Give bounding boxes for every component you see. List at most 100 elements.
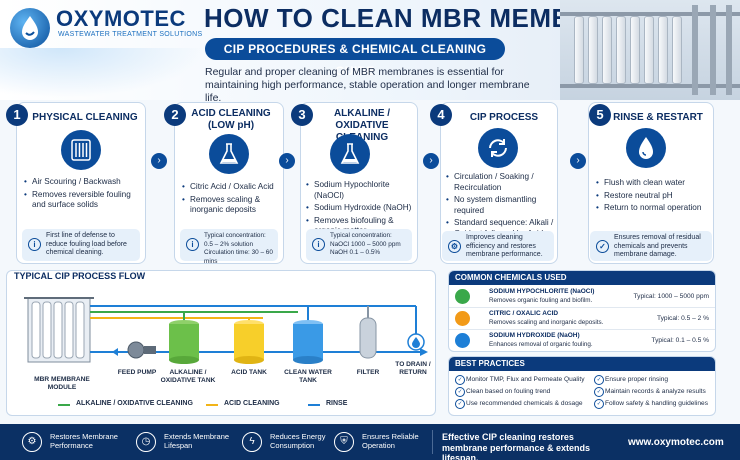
chemical-desc: Removes organic fouling and biofilm. [489,297,593,304]
legend-acid: ACID CLEANING [224,400,280,407]
best-practice-item: Monitor TMP, Flux and Permeate Quality [455,375,585,385]
best-practices-panel: BEST PRACTICES Monitor TMP, Flux and Per… [448,356,716,416]
footer: ⚙ Restores Membrane Performance ◷ Extend… [0,424,740,460]
step-note: i Typical concentration: NaOCl 1000 – 50… [306,229,412,261]
brand-name: OXYMOTEC [56,6,186,31]
chemical-desc: Removes scaling and inorganic deposits. [489,319,604,326]
step-note: ⚙ Improves cleaning efficiency and resto… [442,231,554,261]
label-drain: TO DRAIN / RETURN [395,361,431,376]
benefit-item: ϟ Reduces Energy Consumption [242,432,342,452]
label-alkaline-tank: ALKALINE / OXIDATIVE TANK [160,369,216,384]
step-title: ACID CLEANING (LOW pH) [191,108,271,131]
alkaline-tank-graphic [169,320,199,364]
step-note: i First line of defense to reduce foulin… [22,229,140,261]
bullet: Removes scaling & inorganic deposits [182,195,280,216]
label-mbr-module: MBR MEMBRANE MODULE [34,376,90,391]
chemical-row: CITRIC / OXALIC ACID Removes scaling and… [449,308,715,330]
flask-icon [209,134,249,174]
note-text: Typical concentration: NaOCl 1000 – 5000… [330,232,401,257]
gear-icon: ⚙ [22,432,42,452]
note-text: Ensures removal of residual chemicals an… [614,234,701,259]
best-practices-title: BEST PRACTICES [449,357,715,371]
chemical-desc: Enhances removal of organic fouling. [489,341,593,348]
best-practice-item: Ensure proper rinsing [594,375,668,385]
water-splash-decoration [0,48,205,98]
clock-icon: ◷ [136,432,156,452]
lightbulb-icon: i [28,238,41,251]
step-note: i Typical concentration: 0.5 – 2% soluti… [180,229,278,265]
chemical-typical: Typical: 1000 – 5000 ppm [633,293,709,300]
step-title: PHYSICAL CLEANING [32,112,138,123]
chemical-typical: Typical: 0.1 – 0.5 % [651,337,709,344]
step-number: 3 [291,104,313,126]
chemical-row: SODIUM HYPOCHLORITE (NaOCl) Removes orga… [449,286,715,308]
benefit-label: Extends Membrane Lifespan [164,432,230,450]
lightning-icon: ϟ [242,432,262,452]
label-acid-tank: ACID TANK [231,369,267,376]
chevron-right-icon: › [279,153,295,169]
chemical-name: SODIUM HYDROXIDE (NaOH) [489,332,580,339]
legend-swatch-alkaline [58,404,70,406]
chemical-name: SODIUM HYPOCHLORITE (NaOCl) [489,288,595,295]
gear-icon: ⚙ [448,240,461,253]
bullet: Flush with clean water [596,178,712,189]
note-text: First line of defense to reduce fouling … [46,232,127,257]
step-number: 5 [589,104,611,126]
mbr-module-graphic [24,297,94,363]
chevron-right-icon: › [423,153,439,169]
footer-divider [432,430,433,454]
membrane-filter-icon [61,130,101,170]
step-bullets: Air Scouring / Backwash Removes reversib… [24,177,142,213]
bullet: Return to normal operation [596,203,712,214]
chemical-name: CITRIC / OXALIC ACID [489,310,559,317]
step-number: 1 [6,104,28,126]
note-text: Improves cleaning efficiency and restore… [466,234,543,259]
legend-swatch-acid [206,404,218,406]
bullet: Air Scouring / Backwash [24,177,142,188]
chemicals-panel: COMMON CHEMICALS USED SODIUM HYPOCHLORIT… [448,270,716,352]
lightbulb-icon: i [186,238,199,251]
drain-icon [407,333,425,351]
step-title: RINSE & RESTART [613,112,703,123]
bullet: Citric Acid / Oxalic Acid [182,182,280,193]
cip-flow-diagram [24,297,428,364]
bullet: Circulation / Soaking / Recirculation [446,172,554,193]
chevron-right-icon: › [570,153,586,169]
flask-icon [330,134,370,174]
benefit-label: Restores Membrane Performance [50,432,118,450]
footer-website-link[interactable]: www.oxymotec.com [628,437,724,448]
water-tank-graphic [293,320,323,364]
flask-icon [455,311,470,326]
benefit-item: ⛨ Ensures Reliable Operation [334,432,438,452]
check-circle-icon: ✓ [596,240,609,253]
best-practice-item: Maintain records & analyze results [594,387,706,397]
step-number: 4 [430,104,452,126]
footer-message: Effective CIP cleaning restores membrane… [442,432,591,460]
benefit-item: ◷ Extends Membrane Lifespan [136,432,242,452]
water-drop-icon [626,128,666,168]
label-filter: FILTER [356,369,380,376]
step-note: ✓ Ensures removal of residual chemicals … [590,231,712,261]
legend-alkaline: ALKALINE / OXIDATIVE CLEANING [76,400,193,407]
intro-text: Regular and proper cleaning of MBR membr… [205,66,530,104]
best-practice-item: Clean based on fouling trend [455,387,550,397]
step-number: 2 [164,104,186,126]
bullet: Removes reversible fouling and surface s… [24,190,142,211]
shield-icon: ⛨ [334,432,354,452]
benefit-label: Ensures Reliable Operation [362,432,419,450]
chemical-row: SODIUM HYDROXIDE (NaOH) Enhances removal… [449,330,715,351]
mbr-plant-photo [560,0,740,100]
chemical-typical: Typical: 0.5 – 2 % [656,315,709,322]
flask-icon [455,333,470,348]
step-bullets: Citric Acid / Oxalic Acid Removes scalin… [182,182,280,218]
best-practice-item: Follow safety & handling guidelines [594,399,708,409]
note-text: Typical concentration: 0.5 – 2% solution… [204,232,273,265]
step-bullets: Flush with clean water Restore neutral p… [596,178,712,216]
filter-graphic [359,306,377,359]
legend-swatch-rinse [308,404,320,406]
flow-title: TYPICAL CIP PROCESS FLOW [14,271,146,281]
label-water-tank: CLEAN WATER TANK [284,369,332,384]
brand-tagline: WASTEWATER TREATMENT SOLUTIONS [58,31,203,38]
page-subtitle: CIP PROCEDURES & CHEMICAL CLEANING GUIDE [205,38,505,78]
lightbulb-icon: i [312,238,325,251]
